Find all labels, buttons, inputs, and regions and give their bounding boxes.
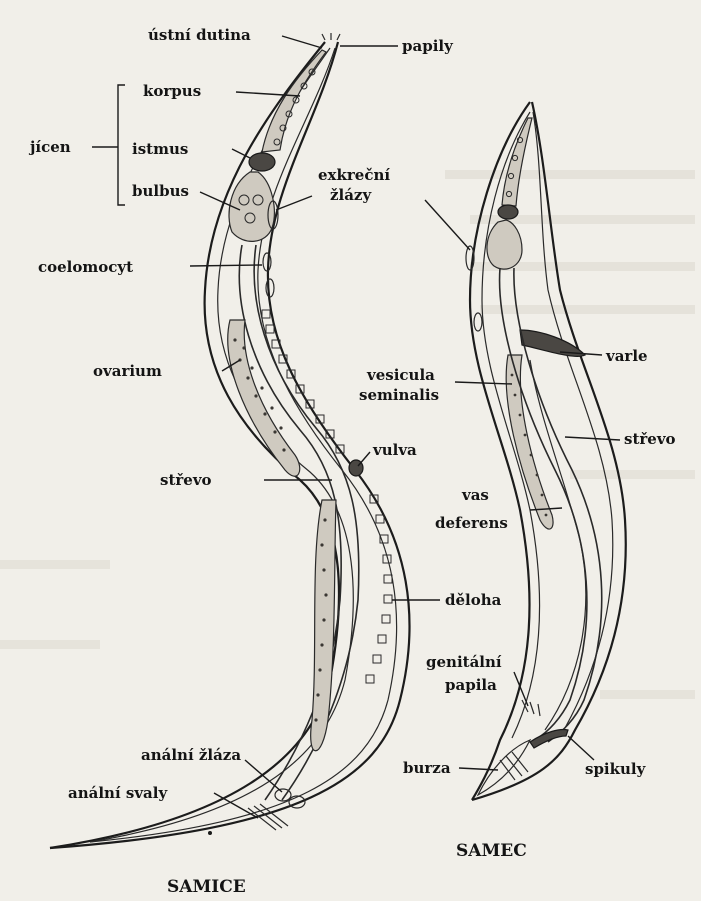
label-intestine: střevo [160,471,212,489]
label-ovary: ovarium [93,362,162,380]
label-male-intestine: střevo [624,430,676,448]
label-seminal-vesicle-2: seminalis [359,386,439,404]
male-seminal-vesicle [506,355,553,529]
label-excretory-2: žlázy [330,186,372,204]
label-coelomocyte: coelomocyt [38,258,133,276]
female-worm [50,33,410,848]
female-isthmus [249,153,275,171]
label-vas-deferens-2: deferens [435,514,508,532]
male-coelomocyte [474,313,482,331]
label-anal-gland: anální žláza [141,746,241,764]
label-spicules: spikuly [585,760,647,778]
label-genital-papilla-1: genitální [426,653,502,671]
female-body-wall-right [50,42,410,848]
label-esophagus: jícen [28,138,71,156]
female-ovary-anterior [228,320,300,476]
label-vulva: vulva [372,441,417,459]
label-bursa: burza [403,759,451,777]
label-isthmus: istmus [132,140,188,158]
label-papillae: papily [402,37,454,55]
label-anal-muscles: anální svaly [68,784,168,802]
label-excretory-1: exkreční [318,166,390,184]
label-mouth: ústní dutina [148,26,251,44]
male-spicules [530,730,568,749]
bleed-through-texture [0,170,695,699]
label-vas-deferens-1: vas [461,486,489,504]
female-bulbus [229,172,274,241]
female-coelomocyte-2 [266,279,274,297]
female-corpus [262,50,326,152]
label-corpus: korpus [143,82,201,100]
male-cuticle-inner-right [533,112,613,728]
caption-female: SAMICE [167,877,246,897]
label-uterus: děloha [445,591,502,609]
female-anus-dot [208,831,212,835]
caption-male: SAMEC [456,841,527,861]
female-papillae [322,33,340,40]
female-body-wall-left [50,42,339,848]
male-isthmus [498,205,518,219]
label-seminal-vesicle-1: vesicula [366,366,435,384]
label-genital-papilla-2: papila [445,676,497,694]
male-bursa [478,740,530,795]
female-intestine-2 [254,245,359,800]
label-bulbus: bulbus [132,182,189,200]
male-bulbus [487,220,522,269]
label-testis: varle [605,347,648,365]
